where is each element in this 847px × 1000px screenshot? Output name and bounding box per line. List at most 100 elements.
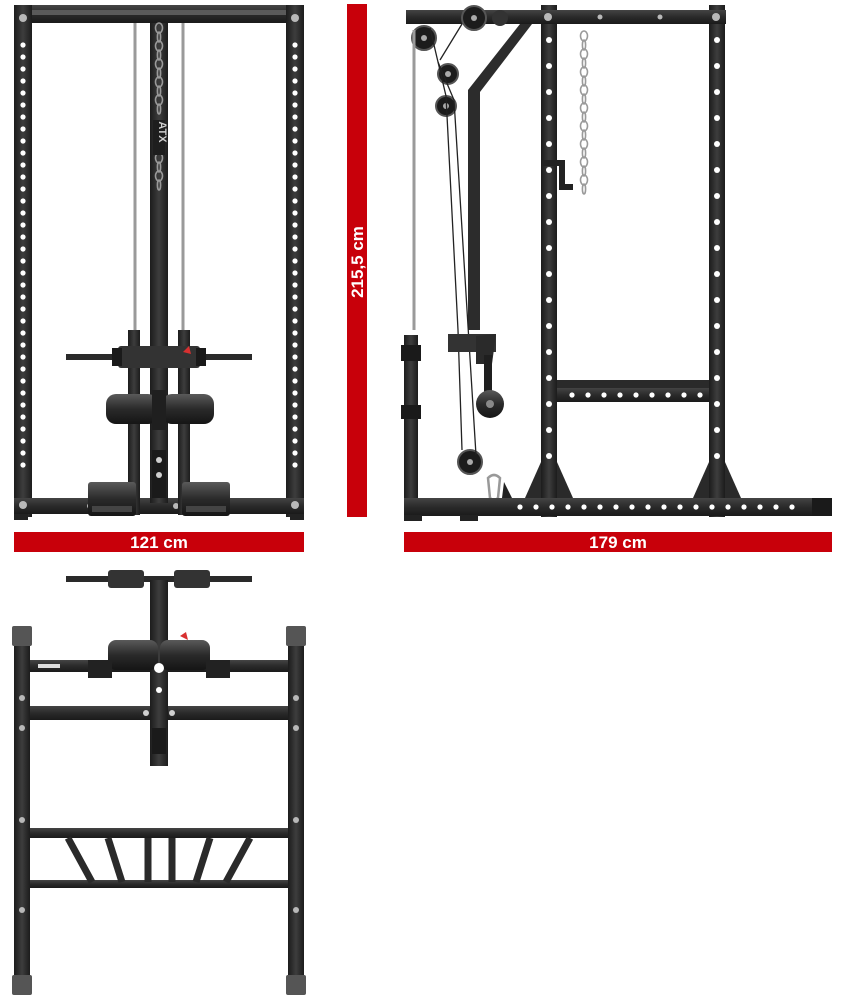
top-view (12, 570, 306, 995)
chain-link (579, 156, 589, 168)
upright-hole (292, 270, 298, 276)
upright-hole (292, 54, 298, 60)
front-pin-handle (183, 346, 191, 354)
top-right-rail (288, 628, 304, 993)
chain-link (579, 66, 589, 78)
upright-hole (546, 141, 552, 147)
width-dimension: 121 cm (14, 532, 304, 552)
bar-hole (681, 392, 687, 398)
chain-link (581, 75, 587, 87)
front-base-bar (14, 498, 304, 514)
upright-hole (20, 426, 26, 432)
upright-hole (20, 234, 26, 240)
bar-hole (597, 504, 603, 510)
upright-hole (292, 378, 298, 384)
upright-hole (20, 294, 26, 300)
upright-hole (292, 198, 298, 204)
upright-hole (714, 375, 720, 381)
upright-hole (546, 167, 552, 173)
chain-link (581, 165, 587, 177)
front-left-upright-holes (20, 42, 26, 468)
upright-hole (20, 414, 26, 420)
upright-hole (714, 193, 720, 199)
upright-hole (546, 427, 552, 433)
bar-hole (629, 504, 635, 510)
chain-link (156, 179, 162, 191)
chain-link (156, 103, 162, 115)
upright-hole (292, 90, 298, 96)
upright-hole (292, 234, 298, 240)
width-dimension-bar (14, 532, 304, 552)
side-carabiner (486, 473, 502, 502)
chain-link (579, 102, 589, 114)
upright-hole (20, 150, 26, 156)
side-top-bar (406, 10, 726, 24)
upright-hole (292, 402, 298, 408)
bar-hole (601, 392, 607, 398)
depth-dimension-bar (404, 532, 832, 552)
depth-dimension: 179 cm (404, 532, 832, 552)
bar-hole (517, 504, 523, 510)
top-leg-pad-right (160, 640, 210, 670)
front-leg-pad-right (162, 394, 214, 424)
chain-link (156, 85, 162, 97)
upright-hole (20, 102, 26, 108)
upright-hole (714, 323, 720, 329)
chain-link (154, 76, 164, 88)
chain-link (581, 147, 587, 159)
upright-hole (546, 453, 552, 459)
upright-hole (546, 63, 552, 69)
chain-link (579, 84, 589, 96)
bar-hole (725, 504, 731, 510)
chain-link (156, 161, 162, 173)
upright-hole (20, 402, 26, 408)
upright-hole (20, 90, 26, 96)
upright-hole (714, 245, 720, 251)
upright-hole (714, 271, 720, 277)
bar-hole (709, 504, 715, 510)
side-weight-post (404, 335, 418, 515)
upright-hole (292, 126, 298, 132)
upright-hole (546, 89, 552, 95)
upright-hole (714, 453, 720, 459)
front-right-upright-holes (292, 42, 298, 468)
bar-hole (649, 392, 655, 398)
bar-hole (565, 504, 571, 510)
upright-hole (292, 222, 298, 228)
side-chain (579, 30, 589, 195)
chain-link (154, 170, 164, 182)
depth-dimension-label: 179 cm (589, 533, 647, 552)
upright-hole (546, 297, 552, 303)
upright-hole (292, 438, 298, 444)
upright-hole (546, 115, 552, 121)
upright-hole (20, 378, 26, 384)
bar-hole (569, 392, 575, 398)
bar-hole (741, 504, 747, 510)
bar-hole (773, 504, 779, 510)
upright-hole (20, 138, 26, 144)
upright-hole (292, 306, 298, 312)
upright-hole (292, 282, 298, 288)
upright-hole (20, 54, 26, 60)
side-safety-bar (557, 380, 709, 388)
upright-hole (292, 294, 298, 300)
upright-hole (20, 198, 26, 204)
chain-link (579, 30, 589, 42)
bar-hole (613, 504, 619, 510)
upright-hole (20, 390, 26, 396)
upright-hole (20, 114, 26, 120)
upright-hole (292, 42, 298, 48)
chain-link (154, 22, 164, 34)
upright-hole (20, 270, 26, 276)
chain-link (579, 120, 589, 132)
bar-hole (617, 392, 623, 398)
upright-hole (292, 330, 298, 336)
bar-hole (585, 392, 591, 398)
upright-hole (20, 342, 26, 348)
chain-link (579, 174, 589, 186)
chain-link (581, 129, 587, 141)
upright-hole (20, 318, 26, 324)
bar-hole (789, 504, 795, 510)
upright-hole (714, 427, 720, 433)
chain-link (579, 48, 589, 60)
